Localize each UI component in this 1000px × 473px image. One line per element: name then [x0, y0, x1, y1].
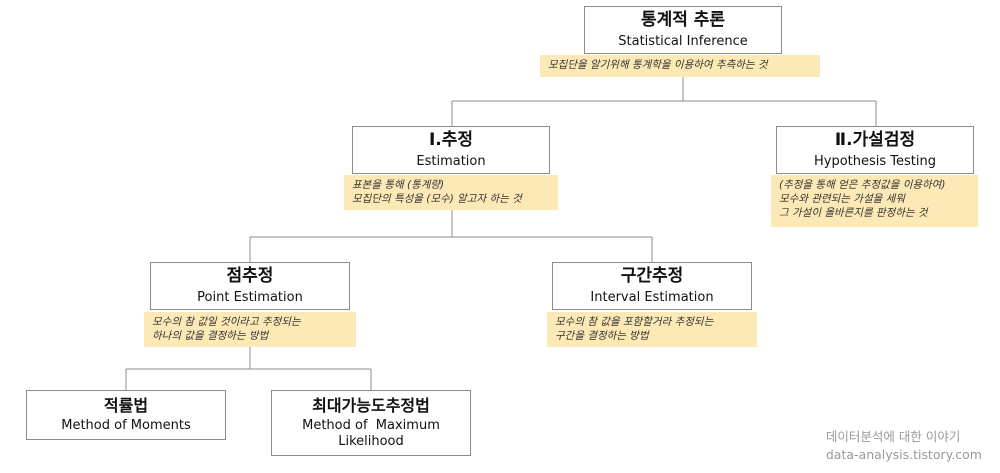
node-point-estimation: 점추정 Point Estimation	[150, 262, 350, 310]
watermark: 데이터분석에 대한 이야기 data-analysis.tistory.com	[826, 428, 982, 463]
watermark-title: 데이터분석에 대한 이야기	[825, 429, 961, 444]
node-title-en-line2: Likelihood	[338, 434, 404, 449]
hypothesis-note: (추정을 통해 얻은 추정값을 이용하여) 모수와 관련되는 가설을 세워 그 …	[771, 175, 978, 227]
node-interval-estimation: 구간추정 Interval Estimation	[552, 262, 752, 310]
node-title-ko: 통계적 추론	[640, 10, 726, 31]
node-title-ko: Ⅱ.가설검정	[834, 130, 916, 151]
node-title-en: Estimation	[416, 153, 486, 169]
note-line: 모집단을 알기위해 통계학을 이용하여 추측하는 것	[548, 59, 768, 71]
watermark-url: data-analysis.tistory.com	[825, 446, 982, 462]
node-title-ko: 최대가능도추정법	[312, 395, 430, 415]
node-title-en: Interval Estimation	[590, 289, 714, 305]
note-line: 모집단의 특성을 (모수) 알고자 하는 것	[352, 193, 522, 206]
node-title-ko: 구간추정	[620, 266, 684, 287]
node-estimation: Ⅰ.추정 Estimation	[352, 126, 550, 174]
node-title-en: Statistical Inference	[618, 33, 748, 49]
node-title-en: Point Estimation	[197, 289, 303, 305]
node-maximum-likelihood: 최대가능도추정법 Method of Maximum Likelihood	[271, 390, 471, 456]
node-title-en-line1: Method of Maximum	[302, 417, 440, 433]
note-line: 구간을 결정하는 방법	[555, 330, 649, 343]
node-method-of-moments: 적률법 Method of Moments	[26, 390, 226, 440]
node-title-en: Hypothesis Testing	[813, 153, 936, 169]
root-note: 모집단을 알기위해 통계학을 이용하여 추측하는 것	[540, 55, 820, 77]
note-line: 모수와 관련되는 가설을 세워	[779, 193, 905, 206]
node-title-ko: 점추정	[226, 266, 274, 287]
node-title-ko: Ⅰ.추정	[428, 130, 474, 151]
point-note: 모수의 참 값일 것이라고 추정되는 하나의 값을 결정하는 방법	[144, 312, 356, 347]
node-title-en: Method of Moments	[61, 417, 191, 433]
note-line: 모수의 참 값일 것이라고 추정되는	[152, 316, 301, 328]
note-line: 모수의 참 값을 포함할거라 추정되는	[555, 316, 714, 328]
note-line: 하나의 값을 결정하는 방법	[152, 330, 269, 343]
note-line: 그 가설이 올바른지를 판정하는 것	[779, 207, 928, 220]
note-line: 표본을 통해 (통계량)	[352, 179, 445, 191]
root-node-statistical-inference: 통계적 추론 Statistical Inference	[584, 6, 782, 54]
node-title-ko: 적률법	[103, 395, 149, 415]
interval-note: 모수의 참 값을 포함할거라 추정되는 구간을 결정하는 방법	[547, 312, 757, 347]
note-line: (추정을 통해 얻은 추정값을 이용하여)	[779, 179, 946, 191]
node-hypothesis-testing: Ⅱ.가설검정 Hypothesis Testing	[776, 126, 974, 174]
estimation-note: 표본을 통해 (통계량) 모집단의 특성을 (모수) 알고자 하는 것	[344, 175, 558, 210]
